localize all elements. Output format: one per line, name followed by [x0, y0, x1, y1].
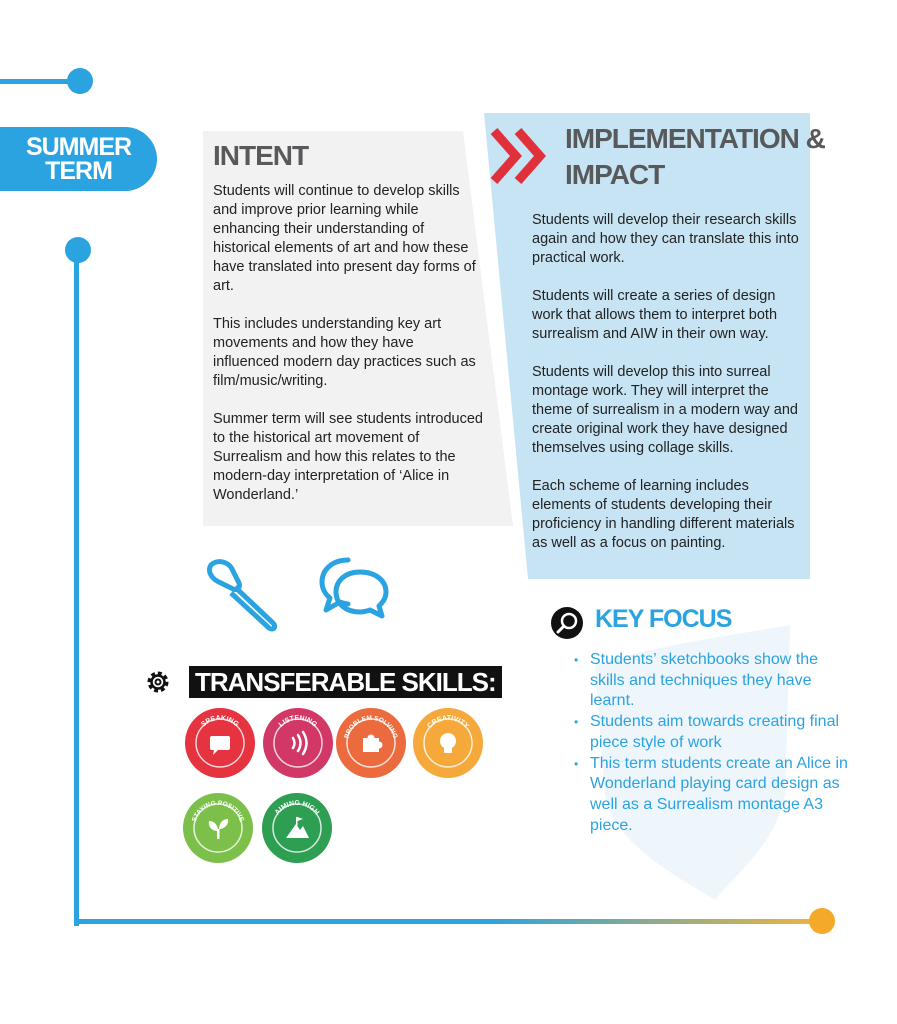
implementation-text: Students will develop their research ski…	[532, 211, 810, 572]
key-focus-list: Students’ sketchbooks show the skills an…	[574, 650, 854, 836]
badge-staying-positive: STAYING POSITIVE	[183, 793, 253, 863]
gear-icon	[147, 671, 169, 693]
key-focus-title: KEY FOCUS	[595, 605, 732, 633]
puzzle-icon	[363, 734, 383, 752]
term-line-2: TERM	[45, 157, 113, 185]
transferable-skills-title: TRANSFERABLE SKILLS:	[189, 666, 502, 698]
paintbrush-icon	[206, 559, 278, 632]
intent-text: Students will continue to develop skills…	[213, 182, 483, 524]
sound-waves-icon	[291, 730, 308, 756]
lightbulb-icon	[440, 733, 456, 753]
magnifier-icon	[551, 607, 583, 639]
chat-bubbles-icon	[319, 557, 389, 619]
implementation-title: IMPLEMENTATION & IMPACT	[565, 123, 826, 190]
timeline-top-line	[0, 79, 78, 84]
list-item: Students aim towards creating final piec…	[574, 712, 854, 753]
double-chevron-icon	[490, 128, 546, 184]
implementation-paragraph: Students will develop this into surreal …	[532, 364, 798, 456]
intent-paragraph: Students will continue to develop skills…	[213, 183, 476, 294]
timeline-vertical-line	[74, 248, 79, 926]
implementation-paragraph: Each scheme of learning includes element…	[532, 478, 795, 551]
term-line-1: SUMMER	[25, 133, 132, 161]
implementation-paragraph: Students will develop their research ski…	[532, 212, 799, 266]
timeline-end-dot	[809, 908, 835, 934]
sprout-icon	[208, 819, 229, 839]
implementation-paragraph: Students will create a series of design …	[532, 288, 778, 342]
implementation-panel	[484, 113, 810, 579]
intent-paragraph: This includes understanding key art move…	[213, 316, 476, 389]
timeline-dot	[67, 68, 93, 94]
list-item: This term students create an Alice in Wo…	[574, 754, 854, 837]
term-badge: SUMMER TERM	[0, 127, 157, 191]
timeline-bottom-line	[74, 919, 824, 924]
intent-panel	[203, 131, 513, 526]
speech-bubble-icon	[210, 736, 230, 755]
intent-paragraph: Summer term will see students introduced…	[213, 411, 483, 503]
badge-aiming-high: AIMING HIGH	[262, 793, 332, 863]
mountain-flag-icon	[286, 817, 309, 838]
badge-problem-solving: PROBLEM SOLVING	[336, 708, 406, 778]
badge-creativity: CREATIVITY	[413, 708, 483, 778]
intent-title: INTENT	[213, 140, 309, 171]
badge-speaking: SPEAKING	[185, 708, 255, 778]
badge-listening: LISTENING	[263, 708, 333, 778]
list-item: Students’ sketchbooks show the skills an…	[574, 650, 854, 712]
